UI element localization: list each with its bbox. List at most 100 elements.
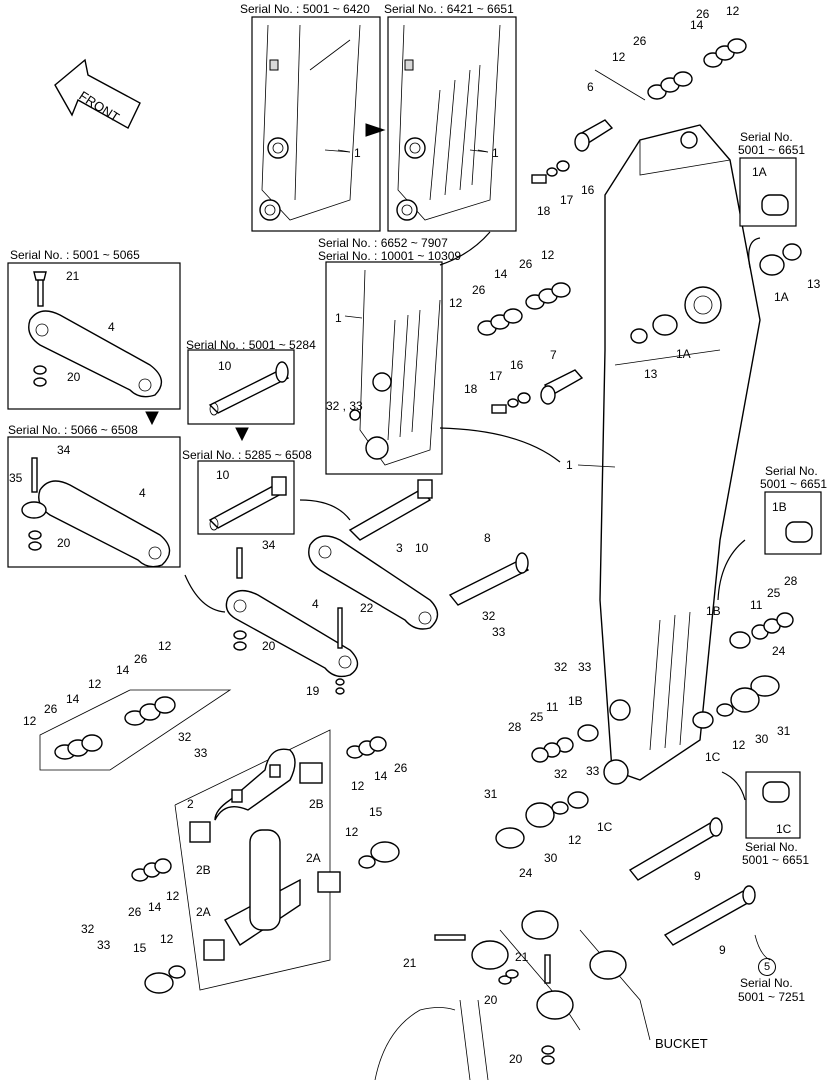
serial-label: Serial No. (745, 840, 798, 854)
part-number: 12 (158, 639, 172, 653)
main-boom (599, 124, 761, 785)
pin-8 (448, 552, 530, 606)
part-number: 10 (216, 468, 230, 482)
part-number: 28 (784, 574, 798, 588)
serial-label: Serial No. : 6421 ~ 6651 (384, 2, 514, 16)
bucket-label: BUCKET (655, 1036, 708, 1051)
part-number: 1 (335, 311, 342, 325)
part-number: 2B (309, 797, 324, 811)
part-number: 12 (568, 833, 582, 847)
part-number: 34 (57, 443, 71, 457)
part-number: 4 (139, 486, 146, 500)
part-number: 4 (312, 597, 319, 611)
part-number: 21 (403, 956, 417, 970)
part-number: 30 (544, 851, 558, 865)
serial-label: 5001 ~ 6651 (742, 853, 810, 867)
part-number: 15 (369, 805, 383, 819)
serial-label: Serial No. (740, 976, 793, 990)
part-number: 12 (23, 714, 37, 728)
inset-boom-5001-6420 (251, 16, 381, 232)
part-number: 2A (306, 851, 321, 865)
part-number: 7 (550, 348, 557, 362)
serial-label: Serial No. : 5285 ~ 6508 (182, 448, 312, 462)
part-number: 31 (484, 787, 498, 801)
part-number: 12 (449, 296, 463, 310)
part-number: 14 (494, 267, 508, 281)
part-number: 1 (566, 458, 573, 472)
part-number: 1 (354, 146, 361, 160)
part-number: 33 (586, 764, 600, 778)
part-number: 14 (66, 692, 80, 706)
part-number: 32 (554, 767, 568, 781)
part-number: 13 (807, 277, 821, 291)
part-number: 16 (581, 183, 595, 197)
part-number: 11 (546, 700, 559, 714)
part-number: 1B (568, 694, 583, 708)
link-2-assembly (174, 729, 341, 991)
inset-boom-6652-7907 (325, 261, 443, 475)
part-number: 3 (396, 541, 403, 555)
part-number: 13 (644, 367, 658, 381)
inset-bushing-1C (745, 771, 801, 839)
part-number: 33 (578, 660, 592, 674)
part-number: 32 , 33 (326, 399, 363, 413)
serial-label: Serial No. : 5001 ~ 5065 (10, 248, 140, 262)
arrow-down-icon (235, 427, 249, 442)
bushings-right (495, 243, 802, 849)
part-number: 6 (587, 80, 594, 94)
part-number: 26 (696, 7, 710, 21)
part-number: 2 (187, 797, 194, 811)
part-number: 12 (345, 825, 359, 839)
serial-label: 5001 ~ 6651 (738, 143, 806, 157)
part-number: 20 (509, 1052, 523, 1066)
part-number: 30 (755, 732, 769, 746)
part-number: 25 (767, 586, 781, 600)
serial-label: Serial No. : 6652 ~ 7907 (318, 236, 448, 250)
part-number: 21 (515, 950, 529, 964)
part-number: 1C (776, 822, 792, 836)
part-number: 32 (482, 609, 496, 623)
part-number: 17 (489, 369, 503, 383)
serial-label: Serial No. : 5066 ~ 6508 (8, 423, 138, 437)
serial-label: 5001 ~ 7251 (738, 990, 806, 1004)
part-number: 16 (510, 358, 524, 372)
part-number: 1B (772, 500, 787, 514)
part-number: 25 (530, 710, 544, 724)
part-number: 14 (690, 18, 704, 32)
part-number: 1B (706, 604, 721, 618)
part-number: 14 (148, 900, 162, 914)
part-number: 24 (519, 866, 533, 880)
pin-9-upper (628, 817, 723, 881)
part-number: 12 (160, 932, 174, 946)
part-number: 15 (133, 941, 147, 955)
serial-label: Serial No. : 5001 ~ 5284 (186, 338, 316, 352)
part-number: 9 (719, 943, 726, 957)
inset-link-5066-6508 (7, 436, 181, 568)
arrow-right-icon (365, 123, 386, 137)
part-number: 12 (732, 738, 746, 752)
part-number: 18 (537, 204, 551, 218)
part-number: 19 (306, 684, 320, 698)
part-number: 10 (415, 541, 429, 555)
part-number: 1A (774, 290, 789, 304)
part-number: 34 (262, 538, 276, 552)
serial-label: Serial No. : 5001 ~ 6420 (240, 2, 370, 16)
part-number: 12 (612, 50, 626, 64)
part-number: 1A (676, 347, 691, 361)
part-number: 1C (597, 820, 613, 834)
shim-group-left (39, 689, 232, 771)
pin-7 (491, 369, 584, 414)
part-number: 20 (262, 639, 276, 653)
shim-group-right (131, 736, 400, 994)
part-number: 1A (752, 165, 767, 179)
part-number: 31 (777, 724, 791, 738)
serial-label: 5001 ~ 6651 (760, 477, 828, 491)
part-number: 18 (464, 382, 478, 396)
part-number: 9 (694, 869, 701, 883)
inset-pin-5285-6508 (197, 460, 295, 535)
part-number: 1C (705, 750, 721, 764)
link-4 (225, 547, 359, 695)
part-number: 20 (67, 370, 81, 384)
part-number: 24 (772, 644, 786, 658)
